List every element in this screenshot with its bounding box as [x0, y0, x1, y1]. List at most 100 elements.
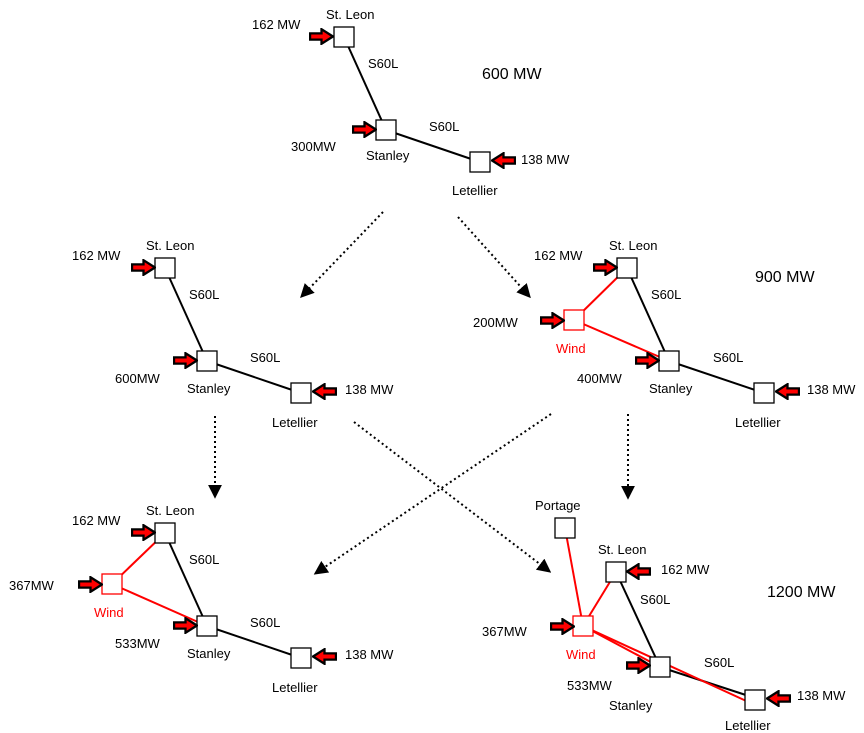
red-arrow-icon — [312, 383, 337, 400]
label-letellier: Letellier — [452, 183, 498, 198]
red-arrow-icon — [550, 618, 575, 635]
red-arrow-icon — [78, 576, 103, 593]
line-stanley-letellier — [385, 129, 481, 163]
label-letellier: Letellier — [735, 415, 781, 430]
label-s60l: S60L — [368, 56, 398, 71]
mw-stanley: 600MW — [115, 371, 161, 386]
network-mid-right: St. Leon S60L Wind S60L Stanley Letellie… — [473, 238, 856, 430]
red-arrow-icon — [173, 352, 198, 369]
line-stanley-letellier — [206, 625, 302, 659]
red-arrow-icon — [352, 121, 377, 138]
red-arrow-icon — [131, 524, 156, 541]
label-stanley: Stanley — [187, 381, 231, 396]
line-stleon-stanley — [343, 36, 387, 131]
mw-letellier: 138 MW — [521, 152, 570, 167]
network-top: St. Leon S60L S60L Stanley Letellier 162… — [252, 7, 570, 198]
label-stanley: Stanley — [609, 698, 653, 713]
label-letellier: Letellier — [272, 415, 318, 430]
mw-letellier: 138 MW — [345, 382, 394, 397]
label-stanley: Stanley — [187, 646, 231, 661]
red-arrow-icon — [540, 312, 565, 329]
mw-stanley: 533MW — [567, 678, 613, 693]
transition-arrows — [208, 211, 635, 575]
label-s60l: S60L — [250, 615, 280, 630]
mw-stleon: 162 MW — [72, 248, 121, 263]
label-s60l: S60L — [651, 287, 681, 302]
dotted-arrow-icon — [353, 421, 552, 573]
bus-stanley — [649, 656, 671, 678]
bus-letellier — [290, 382, 312, 404]
bus-letellier — [290, 647, 312, 669]
label-s60l: S60L — [713, 350, 743, 365]
label-wind: Wind — [94, 605, 124, 620]
bus-portage — [554, 517, 576, 539]
label-s60l: S60L — [429, 119, 459, 134]
network-bottom-right: Portage St. Leon S60L Wind S60L Stanley … — [482, 498, 846, 733]
red-arrow-icon — [626, 563, 651, 580]
network-bottom-left: St. Leon S60L Wind S60L Stanley Letellie… — [9, 503, 394, 695]
red-arrow-icon — [491, 152, 516, 169]
label-s60l: S60L — [189, 287, 219, 302]
label-s60l: S60L — [189, 552, 219, 567]
red-arrow-icon — [309, 28, 334, 45]
label-portage: Portage — [535, 498, 581, 513]
bus-stanley — [658, 350, 680, 372]
bus-stleon — [616, 257, 638, 279]
bus-stleon — [154, 257, 176, 279]
line-stleon-stanley — [164, 267, 208, 362]
bus-wind — [572, 615, 594, 637]
total-1200: 1200 MW — [767, 584, 836, 601]
bus-stleon — [605, 561, 627, 583]
red-arrow-icon — [775, 383, 800, 400]
line-stleon-stanley — [164, 532, 208, 627]
mw-stanley: 533MW — [115, 636, 161, 651]
mw-stleon: 162 MW — [534, 248, 583, 263]
label-letellier: Letellier — [272, 680, 318, 695]
label-stleon: St. Leon — [146, 238, 194, 253]
mw-stleon: 162 MW — [72, 513, 121, 528]
red-arrow-icon — [766, 690, 791, 707]
bus-letellier — [753, 382, 775, 404]
label-s60l: S60L — [640, 592, 670, 607]
mw-wind: 367MW — [482, 624, 528, 639]
dotted-arrow-icon — [457, 216, 531, 299]
label-s60l: S60L — [250, 350, 280, 365]
dotted-arrow-icon — [313, 413, 552, 575]
bus-stanley — [375, 119, 397, 141]
bus-stleon — [333, 26, 355, 48]
line-stleon-stanley — [615, 571, 661, 668]
line-wind-stanley — [111, 583, 208, 627]
bus-stanley — [196, 615, 218, 637]
line-stanley-letellier — [668, 360, 765, 394]
bus-stanley — [196, 350, 218, 372]
bus-letellier — [744, 689, 766, 711]
label-stanley: Stanley — [366, 148, 410, 163]
label-wind: Wind — [566, 647, 596, 662]
label-wind: Wind — [556, 341, 586, 356]
line-stanley-letellier — [206, 360, 302, 394]
dotted-arrow-icon — [300, 211, 384, 299]
red-arrow-icon — [312, 648, 337, 665]
red-arrow-icon — [593, 259, 618, 276]
mw-letellier: 138 MW — [345, 647, 394, 662]
mw-stanley: 400MW — [577, 371, 623, 386]
total-900: 900 MW — [755, 269, 815, 286]
mw-letellier: 138 MW — [797, 688, 846, 703]
mw-wind: 367MW — [9, 578, 55, 593]
red-arrow-icon — [131, 259, 156, 276]
network-mid-left: St. Leon S60L S60L Stanley Letellier 162… — [72, 238, 394, 430]
label-stleon: St. Leon — [146, 503, 194, 518]
line-portage-wind — [564, 527, 584, 627]
line-wind-stanley — [573, 319, 670, 362]
label-stleon: St. Leon — [598, 542, 646, 557]
label-letellier: Letellier — [725, 718, 771, 733]
mw-letellier: 138 MW — [807, 382, 856, 397]
mw-stleon: 162 MW — [661, 562, 710, 577]
label-stleon: St. Leon — [609, 238, 657, 253]
label-stanley: Stanley — [649, 381, 693, 396]
total-600: 600 MW — [482, 66, 542, 83]
mw-stanley: 300MW — [291, 139, 337, 154]
mw-stleon: 162 MW — [252, 17, 301, 32]
line-stleon-stanley — [626, 267, 670, 362]
